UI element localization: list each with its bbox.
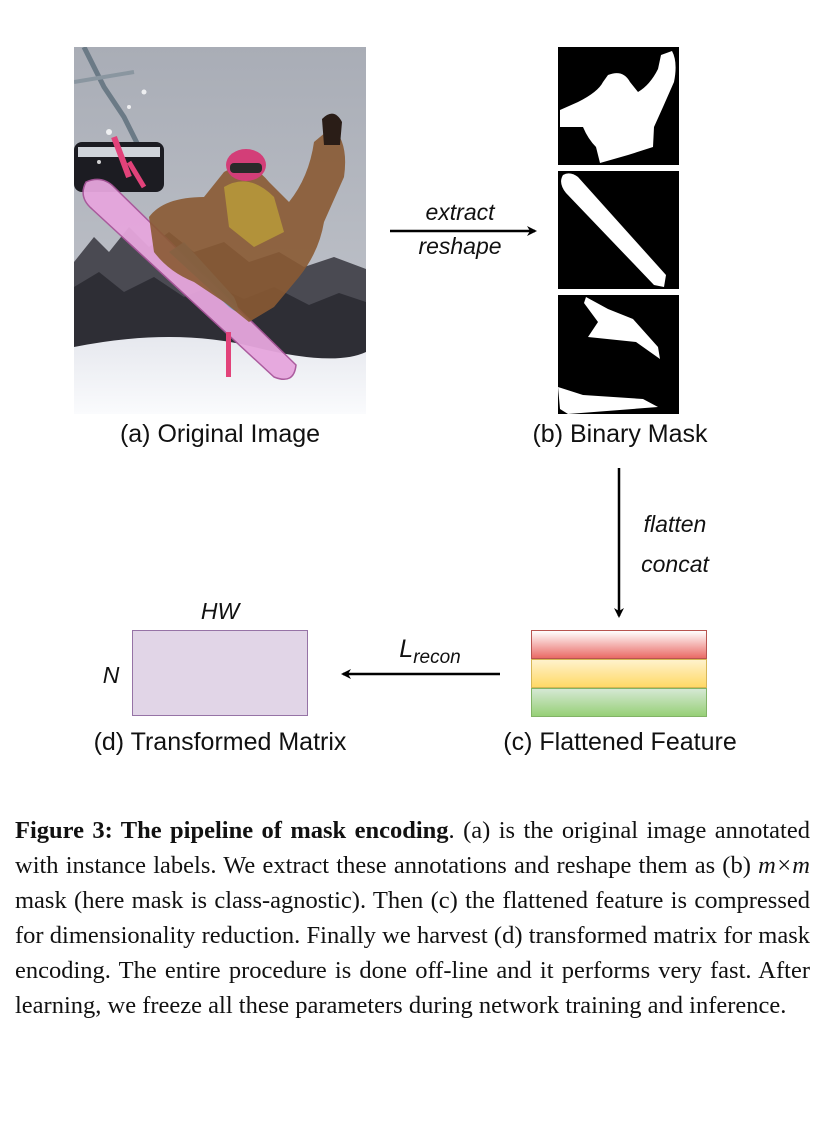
loss-recon-label: Lrecon — [375, 635, 485, 669]
op-extract-label: extract — [425, 199, 495, 225]
transformed-matrix-box — [132, 630, 308, 716]
matrix-height-label: N — [102, 662, 120, 688]
loss-subscript: recon — [413, 647, 461, 668]
op-reshape-label: reshape — [418, 233, 502, 259]
panel-a-label: (a) Original Image — [119, 420, 321, 448]
binary-mask-stack — [558, 47, 679, 414]
mask-object — [558, 295, 679, 414]
panel-d-label: (d) Transformed Matrix — [93, 728, 347, 756]
matrix-width-label: HW — [200, 598, 240, 624]
caption-math: m×m — [758, 852, 810, 879]
op-concat-label: concat — [641, 551, 709, 577]
panel-b-label: (b) Binary Mask — [532, 420, 708, 448]
feature-bar-green — [531, 688, 707, 717]
op-flatten-label: flatten — [643, 511, 707, 537]
snowboarder-photo — [74, 47, 366, 414]
figure-caption: Figure 3: The pipeline of mask encoding.… — [15, 813, 810, 1023]
mask-snowboard — [558, 171, 679, 289]
panel-c-label: (c) Flattened Feature — [503, 728, 737, 756]
original-image — [74, 47, 366, 414]
feature-bar-yellow — [531, 659, 707, 688]
caption-title: Figure 3: The pipeline of mask encoding — [15, 817, 449, 844]
mask-person — [558, 47, 679, 165]
feature-bar-red — [531, 630, 707, 659]
binary-masks — [558, 47, 679, 414]
loss-main: L — [399, 635, 414, 663]
caption-text-2: mask (here mask is class-agnostic). Then… — [15, 887, 810, 1019]
caption-text-1: . (a) is the original image annotated wi… — [15, 817, 810, 879]
